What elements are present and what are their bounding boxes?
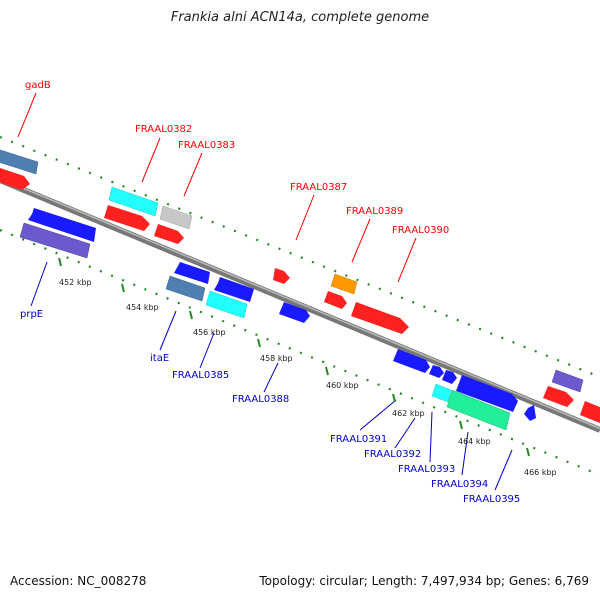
- inner-tick-track: [0, 228, 600, 477]
- gene-blue-FRAAL0394: [456, 375, 518, 412]
- gene-cyan-small: [431, 383, 452, 403]
- label-FRAAL0388: FRAAL0388: [232, 394, 289, 405]
- label-FRAAL0390: FRAAL0390: [392, 225, 449, 236]
- gene-features: [0, 149, 600, 431]
- label-gadB: gadB: [25, 80, 51, 91]
- accession-text: Accession: NC_008278: [10, 574, 147, 588]
- gene-steelblue-left: [0, 149, 39, 175]
- label-FRAAL0382: FRAAL0382: [135, 124, 192, 135]
- label-FRAAL0385: FRAAL0385: [172, 370, 229, 381]
- label-prpE: prpE: [20, 309, 43, 320]
- tick-label-456: 456 kbp: [193, 328, 226, 337]
- gene-slateblue-right: [551, 369, 584, 393]
- genome-stats-text: Topology: circular; Length: 7,497,934 bp…: [259, 574, 589, 588]
- label-FRAAL0395: FRAAL0395: [463, 494, 520, 505]
- genome-backbone: [0, 177, 600, 433]
- tick-label-462: 462 kbp: [392, 409, 425, 418]
- gene-blue-FRAAL0388: [279, 302, 310, 323]
- gene-red-a: [104, 205, 150, 231]
- kbp-ticks: [58, 257, 530, 457]
- gene-cyan-FRAAL0382: [108, 186, 159, 217]
- gene-red-FRAAL0390: [351, 302, 409, 334]
- bottom-leader-lines: [30, 261, 513, 491]
- gene-orange-FRAAL0389: [330, 273, 358, 295]
- map-title: Frankia alni ACN14a, complete genome: [170, 10, 430, 25]
- genome-backbone-highlight: [0, 177, 600, 430]
- label-itaE: itaE: [150, 353, 169, 364]
- label-FRAAL0383: FRAAL0383: [178, 140, 235, 151]
- label-FRAAL0391: FRAAL0391: [330, 434, 387, 445]
- tick-label-460: 460 kbp: [326, 381, 359, 390]
- gene-red-far-right: [580, 401, 600, 423]
- gene-red-right: [543, 386, 574, 407]
- gene-blue-FRAAL0392: [429, 365, 444, 378]
- gene-blue-3: [214, 277, 254, 302]
- label-FRAAL0392: FRAAL0392: [364, 449, 421, 460]
- gene-red-left: [0, 168, 30, 190]
- outer-tick-track: [0, 135, 600, 379]
- gene-blue-2: [174, 262, 210, 284]
- gene-blue-FRAAL0395: [524, 405, 536, 421]
- top-leader-lines: [17, 92, 417, 283]
- label-FRAAL0389: FRAAL0389: [346, 206, 403, 217]
- gene-gray-FRAAL0383: [159, 205, 193, 230]
- label-FRAAL0393: FRAAL0393: [398, 464, 455, 475]
- gene-steelblue-itaE: [165, 275, 206, 302]
- gene-slateblue-prpE: [19, 222, 91, 259]
- label-FRAAL0387: FRAAL0387: [290, 182, 347, 193]
- gene-cyan-FRAAL0385: [205, 290, 248, 319]
- gene-blue-FRAAL0391: [393, 349, 430, 373]
- gene-red-FRAAL0387: [273, 268, 290, 284]
- label-FRAAL0394: FRAAL0394: [431, 479, 488, 490]
- gene-blue-1: [28, 208, 96, 242]
- tick-label-452: 452 kbp: [59, 278, 92, 287]
- tick-label-464: 464 kbp: [458, 437, 491, 446]
- tick-label-454: 454 kbp: [126, 303, 159, 312]
- tick-label-466: 466 kbp: [524, 468, 557, 477]
- gene-red-b: [154, 224, 184, 244]
- gene-blue-FRAAL0393: [442, 370, 457, 384]
- gene-green-FRAAL0394: [446, 389, 511, 431]
- tick-label-458: 458 kbp: [260, 354, 293, 363]
- gene-red-c: [324, 291, 347, 309]
